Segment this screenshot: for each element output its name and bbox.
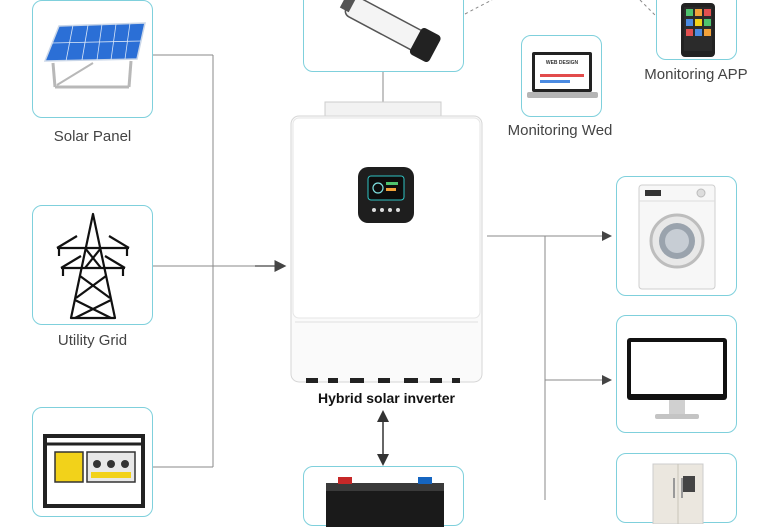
monitoring-web-label: Monitoring Wed [507, 122, 613, 139]
transmission-tower-icon [56, 212, 130, 320]
connector-lines [153, 0, 657, 500]
laptop-icon [527, 52, 598, 98]
monitoring-app-label: Monitoring APP [644, 66, 748, 83]
generator-icon [43, 434, 145, 508]
wifi-dongle-card [303, 0, 464, 72]
monitor-card [616, 315, 737, 433]
battery-icon [326, 477, 444, 527]
solar-panel-label: Solar Panel [53, 128, 132, 145]
refrigerator-card [616, 453, 737, 524]
solar-panel-card [32, 0, 153, 118]
washing-machine-card [616, 176, 737, 296]
monitor-icon [627, 338, 727, 419]
generator-card [32, 407, 153, 517]
battery-card [303, 466, 464, 527]
smartphone-icon [681, 3, 715, 57]
utility-grid-card [32, 205, 153, 325]
inverter-label: Hybrid solar inverter [318, 390, 455, 406]
washing-machine-icon [638, 184, 716, 290]
utility-grid-label: Utility Grid [57, 332, 128, 349]
refrigerator-icon [652, 463, 704, 524]
web-design-text: WEB DESIGN [545, 60, 579, 66]
solar-panel-icon [43, 22, 146, 89]
laptop-card: WEB DESIGN [521, 35, 602, 117]
wifi-dongle-icon [339, 0, 441, 63]
smartphone-card [656, 0, 737, 60]
